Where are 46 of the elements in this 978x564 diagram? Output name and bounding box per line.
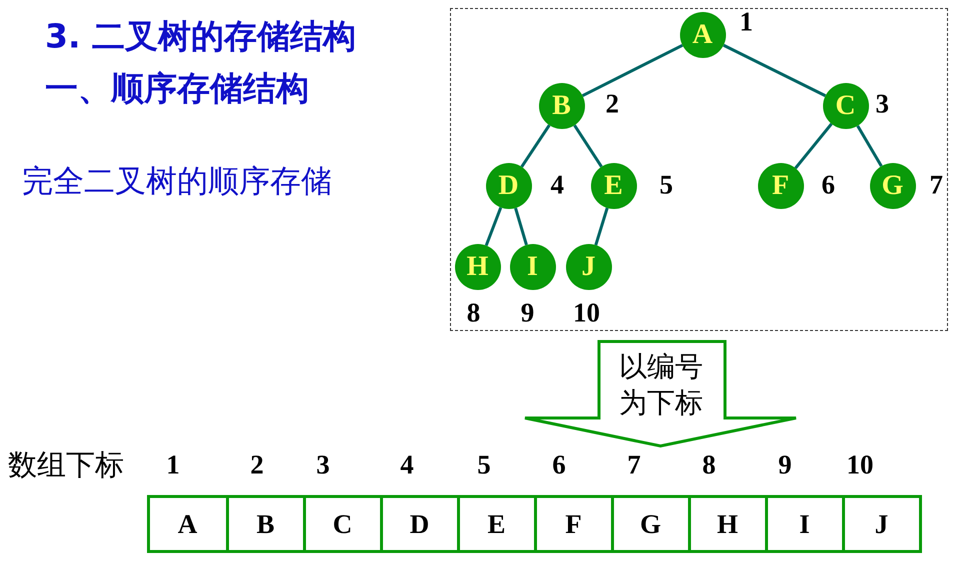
tree-node: A	[680, 12, 726, 58]
index-number: 3	[316, 452, 330, 478]
node-number: 3	[876, 90, 889, 117]
node-number: 6	[822, 171, 835, 198]
index-number: 9	[778, 452, 792, 478]
index-number: 10	[846, 452, 874, 478]
tree-node: I	[510, 244, 556, 290]
heading-text: 完全二叉树的顺序存储	[22, 166, 332, 198]
tree-node: H	[454, 244, 500, 290]
tree-node: G	[870, 162, 916, 208]
node-number: 1	[740, 8, 753, 35]
node-number: 8	[466, 299, 480, 326]
node-number: 10	[573, 299, 600, 326]
title: 3. 二叉树的存储结构	[45, 20, 356, 52]
index-number: 7	[627, 452, 641, 478]
index-number: 2	[250, 452, 264, 478]
node-number: 2	[606, 90, 619, 117]
index-number: 6	[552, 452, 566, 478]
tree-node: C	[822, 82, 868, 128]
tree-edge	[520, 124, 550, 168]
tree-node: J	[566, 244, 612, 290]
tree-node: D	[486, 162, 532, 208]
index-number: 5	[477, 452, 491, 478]
node-number: 5	[660, 171, 673, 198]
tree-node: F	[758, 162, 804, 208]
index-number: 8	[702, 452, 716, 478]
heading-text: 一、顺序存储结构	[45, 72, 309, 104]
tree-edge	[722, 43, 826, 97]
tree-edge	[581, 44, 683, 96]
row-label: 数组下标	[8, 450, 124, 480]
tree-edge	[594, 207, 608, 245]
tree-node: E	[590, 162, 636, 208]
array-cell: A	[146, 495, 228, 553]
arrow-label: 以编号为下标	[618, 349, 704, 421]
tree-node: B	[538, 82, 584, 128]
index-number: 1	[166, 452, 180, 478]
node-number: 9	[520, 299, 534, 326]
tree-edge	[572, 124, 602, 168]
dashed-frame	[450, 8, 948, 331]
tree-edge	[484, 206, 502, 246]
node-number: 4	[550, 171, 564, 198]
index-number: 4	[400, 452, 414, 478]
node-number: 7	[930, 171, 943, 198]
tree-edge	[856, 124, 882, 166]
tree-edge	[794, 122, 832, 169]
tree-edge	[514, 207, 528, 245]
